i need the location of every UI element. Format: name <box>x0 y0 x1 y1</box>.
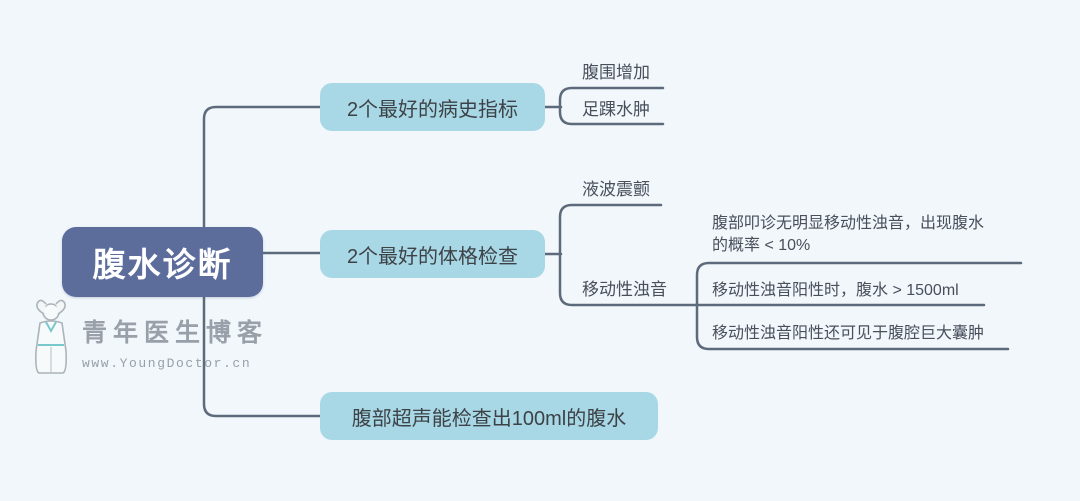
leaf-node-abdominal-girth[interactable]: 腹围增加 <box>582 63 650 82</box>
leaf-node-fluid-thrill[interactable]: 液波震颤 <box>582 180 650 199</box>
watermark: 青年医生博客 www.YoungDoctor.cn <box>26 299 268 375</box>
doctor-illustration <box>35 299 67 374</box>
subleaf-node-positive-giant-cyst[interactable]: 移动性浊音阳性还可见于腹腔巨大囊肿 <box>712 325 985 342</box>
subleaf-node-positive-1500ml[interactable]: 移动性浊音阳性时，腹水 > 1500ml <box>712 282 959 299</box>
leaf-node-ankle-edema[interactable]: 足踝水肿 <box>582 100 650 119</box>
leaf-node-shifting-dullness[interactable]: 移动性浊音 <box>582 280 667 299</box>
branch-node-ultrasound[interactable]: 腹部超声能检查出100ml的腹水 <box>320 392 658 440</box>
root-node-ascites-diagnosis[interactable]: 腹水诊断 <box>62 227 263 297</box>
subleaf-line-2: 的概率 < 10% <box>712 237 811 254</box>
watermark-site-name: 青年医生博客 <box>82 319 269 347</box>
watermark-site-url: www.YoungDoctor.cn <box>82 356 252 371</box>
branch2-children-bracket <box>558 203 699 307</box>
watermark-text: 青年医生博客 www.YoungDoctor.cn <box>82 299 268 371</box>
branch1-children-bracket <box>558 86 665 126</box>
subleaf-node-no-dullness-probability[interactable]: 腹部叩诊无明显移动性浊音，出现腹水 的概率 < 10% <box>712 213 984 257</box>
subleaf-line-1: 腹部叩诊无明显移动性浊音，出现腹水 <box>712 215 985 232</box>
branch-node-physical-exams[interactable]: 2个最好的体格检查 <box>320 230 545 278</box>
branch-node-history-indicators[interactable]: 2个最好的病史指标 <box>320 83 545 131</box>
